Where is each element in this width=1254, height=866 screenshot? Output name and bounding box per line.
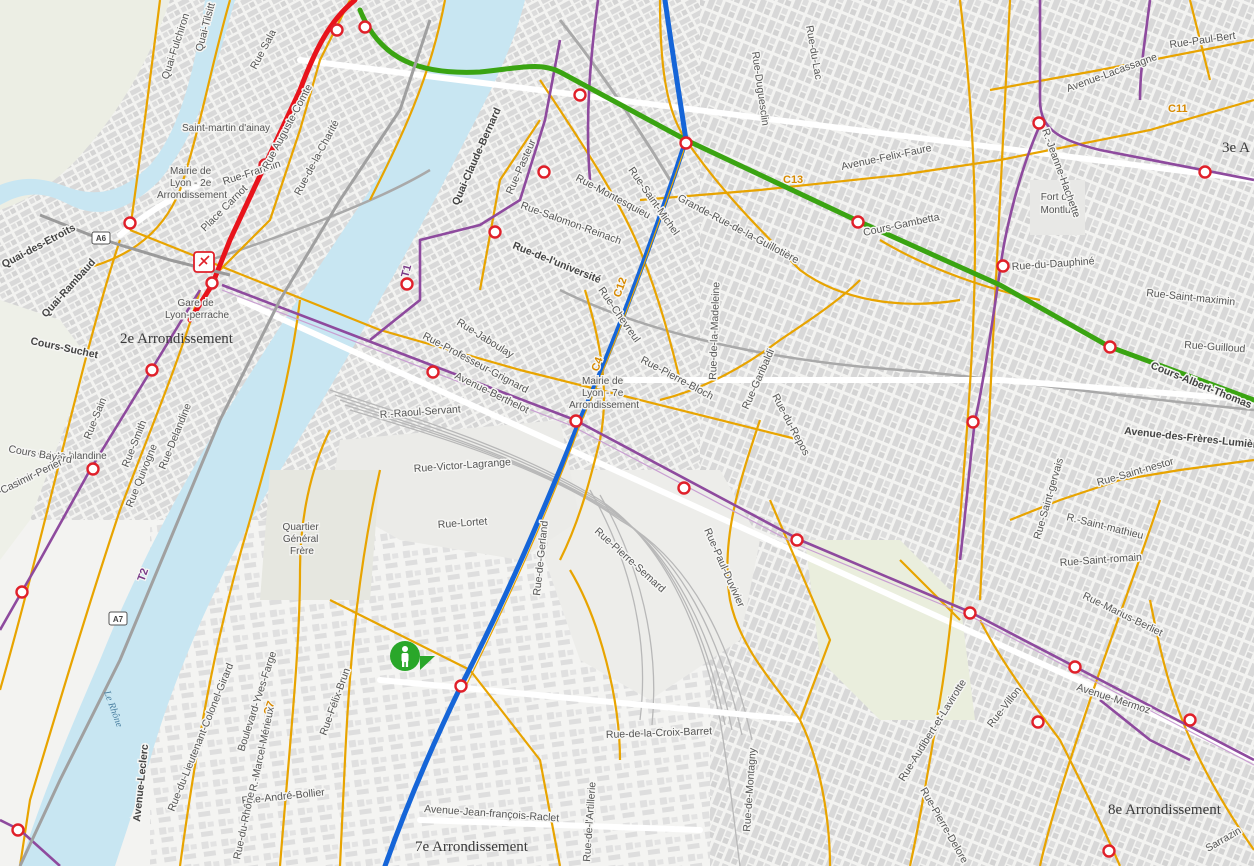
metro-line-d <box>357 7 1254 403</box>
stop[interactable] <box>1068 660 1082 674</box>
stop[interactable] <box>454 679 468 693</box>
place-mairie-2e: Mairie de Lyon - 2e Arrondissement <box>157 166 227 201</box>
place-sainte-blandine: Sainte-blandine <box>37 451 107 462</box>
rhone-river <box>20 0 525 866</box>
stop[interactable] <box>145 363 159 377</box>
stop[interactable] <box>996 259 1010 273</box>
stop[interactable] <box>537 165 551 179</box>
transit-stops[interactable] <box>11 20 1212 858</box>
stop[interactable] <box>1031 715 1045 729</box>
stop[interactable] <box>86 462 100 476</box>
stop[interactable] <box>1198 165 1212 179</box>
district-label-3e: 3e A <box>1222 140 1250 156</box>
stop[interactable] <box>569 414 583 428</box>
stop[interactable] <box>1183 713 1197 727</box>
district-label-2e: 2e Arrondissement <box>120 331 234 347</box>
a6-motorway <box>39 213 231 277</box>
major-roads <box>117 57 1254 833</box>
place-fort-montluc: Fort de Montluc <box>1040 192 1075 216</box>
street-label: Rue-Guilloud <box>1184 339 1246 355</box>
stop[interactable] <box>330 23 344 37</box>
fort-montluc-area <box>1030 180 1085 235</box>
street-label: Rue-Lortet <box>437 516 487 531</box>
train-station-icon[interactable] <box>193 251 215 273</box>
rail-line-perrache <box>209 168 431 262</box>
stop[interactable] <box>1103 340 1117 354</box>
a7-shield: A7 <box>108 611 128 626</box>
stop[interactable] <box>966 415 980 429</box>
stop[interactable] <box>426 365 440 379</box>
svg-text:A7: A7 <box>113 615 124 624</box>
route-label-c11: C11 <box>1168 103 1188 115</box>
street-label: Rue-de-la-Madeleine <box>707 282 722 381</box>
route-label-t2: T2 <box>136 567 152 583</box>
route-label-t1: T1 <box>399 263 414 279</box>
stop[interactable] <box>851 215 865 229</box>
place-perrache: Gare de Lyon-perrache <box>165 298 230 321</box>
stop[interactable] <box>358 20 372 34</box>
rail-yard-north <box>330 420 580 560</box>
stop[interactable] <box>790 533 804 547</box>
place-mairie-7e: Mairie de Lyon - 7e Arrondissement <box>569 376 639 411</box>
place-quartier-general-frere: Quartier Général Frère <box>283 522 322 557</box>
stop[interactable] <box>679 136 693 150</box>
stop[interactable] <box>123 216 137 230</box>
stop[interactable] <box>205 276 219 290</box>
rail-line-east <box>559 288 1254 412</box>
svg-text:A6: A6 <box>96 234 107 243</box>
district-label-8e: 8e Arrondissement <box>1108 802 1222 818</box>
route-label-c13: C13 <box>783 174 803 186</box>
stop[interactable] <box>573 88 587 102</box>
metro-line-a <box>187 0 358 323</box>
stop[interactable] <box>1032 116 1046 130</box>
saone-river <box>0 0 235 212</box>
a7-motorway <box>18 19 432 866</box>
place-ainay-line1: Saint-martin d'ainay <box>182 123 270 134</box>
stop[interactable] <box>258 158 272 172</box>
stop[interactable] <box>400 277 414 291</box>
stop[interactable] <box>1102 844 1116 858</box>
stop[interactable] <box>15 585 29 599</box>
west-bank-area <box>0 300 90 560</box>
street-label: Rue-de-la-Croix-Barret <box>606 725 713 741</box>
park-area-east <box>805 540 975 720</box>
pedestrian-marker-icon[interactable] <box>390 641 435 671</box>
district-label-7e: 7e Arrondissement <box>415 839 529 855</box>
fourviere-hill <box>0 0 170 210</box>
stop[interactable] <box>11 823 25 837</box>
rail-tracks <box>329 389 753 866</box>
stop[interactable] <box>677 481 691 495</box>
military-quarter <box>260 470 380 600</box>
stop[interactable] <box>963 606 977 620</box>
a6-shield: A6 <box>91 231 111 245</box>
stop[interactable] <box>488 225 502 239</box>
